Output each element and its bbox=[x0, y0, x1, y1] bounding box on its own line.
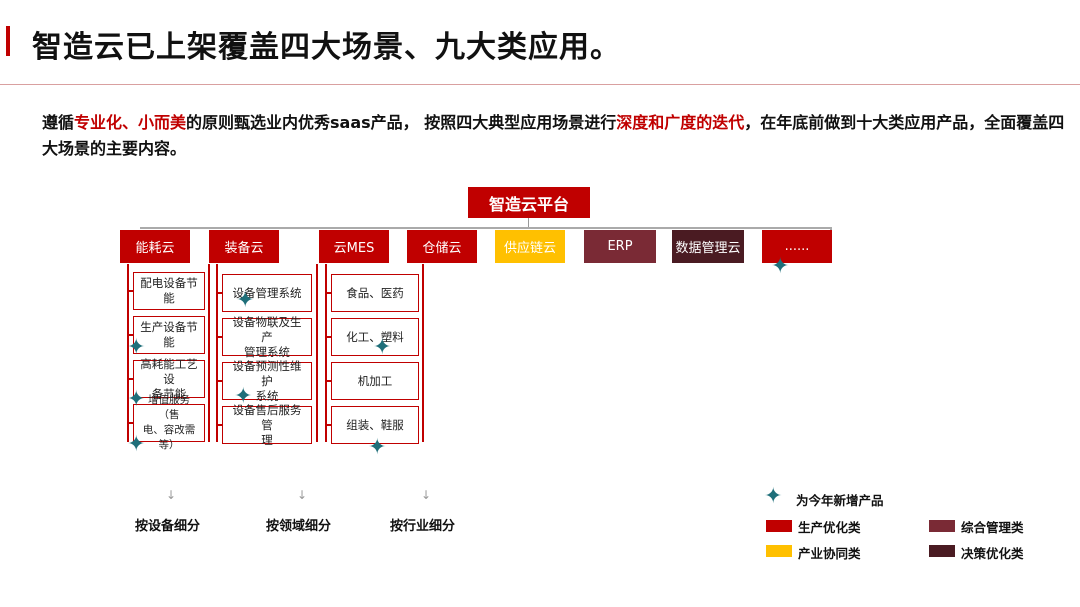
intro-text-1: 遵循 bbox=[42, 113, 75, 132]
energy-item-value-added: 增值服务（售电、容改需等） bbox=[133, 394, 205, 451]
mes-tick bbox=[325, 336, 331, 338]
legend-star-icon: ✦ bbox=[764, 484, 783, 509]
energy-item-high-consumption: 高耗能工艺设备节能 bbox=[133, 357, 205, 401]
split-by-industry: 按行业细分 bbox=[390, 519, 456, 534]
new-product-star-icon: ✦ bbox=[127, 335, 146, 360]
new-product-star-icon: ✦ bbox=[771, 254, 790, 279]
mes-item-chemical-plastic: 化工、塑料 bbox=[331, 318, 419, 356]
category-equipment-cloud: 装备云 bbox=[209, 230, 279, 263]
new-product-star-icon: ✦ bbox=[127, 432, 146, 457]
title-divider bbox=[0, 84, 1080, 85]
arrow-down-icon: ↓ bbox=[166, 488, 177, 502]
legend-production-label: 生产优化类 bbox=[798, 520, 861, 535]
category-label: 能耗云 bbox=[135, 241, 175, 256]
category-bus-line bbox=[140, 227, 832, 229]
new-product-star-icon: ✦ bbox=[127, 387, 146, 412]
mes-column-line-right bbox=[422, 264, 424, 442]
intro-highlight-1: 专业化、小而美 bbox=[74, 113, 187, 132]
title-accent-bar bbox=[6, 26, 10, 56]
page-title: 智造云已上架覆盖四大场景、九大类应用。 bbox=[32, 30, 621, 65]
arrow-down-icon: ↓ bbox=[297, 488, 308, 502]
energy-column-line bbox=[127, 264, 129, 442]
split-by-equipment: 按设备细分 bbox=[135, 519, 201, 534]
legend-decision-label: 决策优化类 bbox=[961, 546, 1024, 561]
mes-column-line bbox=[325, 264, 327, 442]
equipment-item-iot-production: 设备物联及生产管理系统 bbox=[222, 315, 312, 359]
mes-tick bbox=[325, 292, 331, 294]
new-product-star-icon: ✦ bbox=[373, 335, 392, 360]
category-energy-cloud: 能耗云 bbox=[120, 230, 190, 263]
title-bar: 智造云已上架覆盖四大场景、九大类应用。 bbox=[0, 0, 1080, 86]
category-label: 装备云 bbox=[224, 241, 264, 256]
split-by-domain: 按领域细分 bbox=[266, 519, 332, 534]
intro-paragraph: 遵循专业化、小而美的原则甄选业内优秀saas产品， 按照四大典型应用场景进行深度… bbox=[42, 110, 1072, 162]
mes-tick bbox=[325, 424, 331, 426]
category-label: ...... bbox=[784, 239, 810, 254]
legend-management-label: 综合管理类 bbox=[961, 520, 1024, 535]
category-label: 数据管理云 bbox=[675, 241, 741, 256]
mes-item-machining: 机加工 bbox=[331, 362, 419, 400]
mes-item-assembly-apparel: 组装、鞋服 bbox=[331, 406, 419, 444]
equipment-item-after-sales: 设备售后服务管理 bbox=[222, 403, 312, 447]
legend-industry-label: 产业协同类 bbox=[798, 546, 861, 561]
legend-swatch-production bbox=[766, 520, 792, 532]
intro-text-2: 的原则甄选业内优秀saas产品， 按照四大典型应用场景进行 bbox=[186, 113, 617, 132]
energy-tick bbox=[127, 290, 133, 292]
new-product-star-icon: ✦ bbox=[236, 288, 255, 313]
energy-tick bbox=[127, 334, 133, 336]
new-product-star-icon: ✦ bbox=[368, 435, 387, 460]
mes-tick bbox=[325, 380, 331, 382]
equipment-item-predictive-maintenance: 设备预测性维护系统 bbox=[222, 359, 312, 403]
legend-swatch-decision bbox=[929, 545, 955, 557]
category-erp: ERP bbox=[584, 230, 656, 263]
energy-column-line-right bbox=[208, 264, 210, 442]
category-label: 云MES bbox=[333, 241, 375, 256]
energy-tick bbox=[127, 378, 133, 380]
category-label: ERP bbox=[607, 239, 633, 254]
equipment-item-management-system: 设备管理系统 bbox=[222, 274, 312, 312]
equipment-column-line bbox=[216, 264, 218, 442]
platform-connector bbox=[528, 218, 529, 228]
legend-new-product-label: 为今年新增产品 bbox=[796, 493, 884, 508]
new-product-star-icon: ✦ bbox=[234, 384, 253, 409]
mes-item-food-medicine: 食品、医药 bbox=[331, 274, 419, 312]
category-more: ...... bbox=[762, 230, 832, 263]
arrow-down-icon: ↓ bbox=[421, 488, 432, 502]
equipment-tick bbox=[216, 292, 222, 294]
equipment-tick bbox=[216, 380, 222, 382]
legend-swatch-industry bbox=[766, 545, 792, 557]
platform-box: 智造云平台 bbox=[468, 187, 590, 218]
category-data-management-cloud: 数据管理云 bbox=[672, 230, 744, 263]
equipment-tick bbox=[216, 424, 222, 426]
equipment-tick bbox=[216, 336, 222, 338]
legend-swatch-management bbox=[929, 520, 955, 532]
category-label: 供应链云 bbox=[503, 241, 556, 256]
category-supply-chain-cloud: 供应链云 bbox=[495, 230, 565, 263]
energy-tick bbox=[127, 422, 133, 424]
equipment-column-line-right bbox=[316, 264, 318, 442]
intro-text-3: ，在年底前做到十大类应用产品，全面覆盖四大场景的主要内容。 bbox=[42, 113, 1065, 158]
category-warehouse-cloud: 仓储云 bbox=[407, 230, 477, 263]
energy-item-distribution: 配电设备节能 bbox=[133, 272, 205, 310]
category-label: 仓储云 bbox=[422, 241, 462, 256]
category-cloud-mes: 云MES bbox=[319, 230, 389, 263]
intro-highlight-2: 深度和广度的迭代 bbox=[616, 113, 745, 132]
energy-item-production-equipment: 生产设备节能 bbox=[133, 316, 205, 354]
